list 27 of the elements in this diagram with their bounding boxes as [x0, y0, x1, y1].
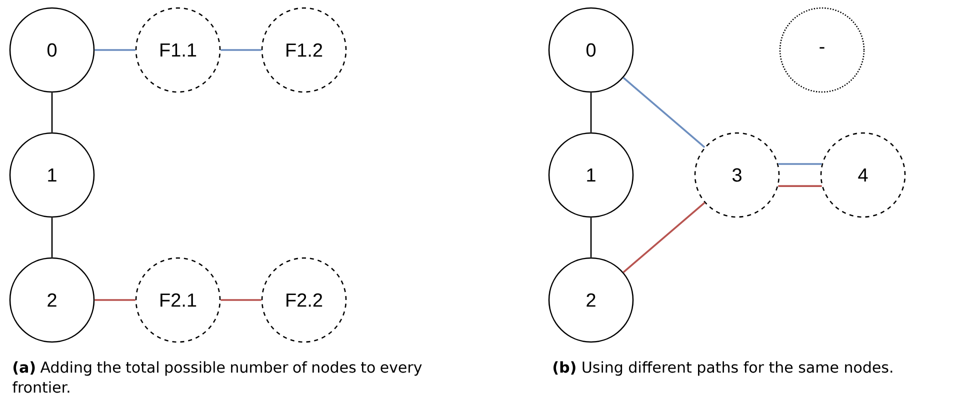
circle-node: 1: [548, 132, 634, 218]
circle-node: 4: [820, 132, 906, 218]
edge-line: [778, 163, 822, 165]
circle-node: F1.1: [135, 7, 221, 93]
edge-line: [94, 49, 136, 51]
circle-node: -: [779, 7, 865, 93]
edge-line: [51, 92, 53, 132]
edge-line: [94, 299, 136, 301]
circle-node: 2: [9, 257, 95, 343]
circle-node: 2: [548, 257, 634, 343]
edge-line: [622, 77, 706, 148]
edge-line: [590, 92, 592, 132]
edge-line: [622, 202, 706, 273]
edge-line: [220, 299, 262, 301]
caption: (b) Using different paths for the same nodes.: [554, 361, 892, 376]
circle-node: F2.1: [135, 257, 221, 343]
circle-node: 0: [548, 7, 634, 93]
caption: (a) Adding the total possible number of nodes to every frontier.: [12, 361, 422, 393]
edge-line: [590, 218, 592, 258]
edge-line: [778, 185, 822, 187]
edge-line: [220, 49, 262, 51]
circle-node: F1.2: [261, 7, 347, 93]
circle-node: F2.2: [261, 257, 347, 343]
circle-node: 1: [9, 132, 95, 218]
circle-node: 3: [694, 132, 780, 218]
circle-node: 0: [9, 7, 95, 93]
edge-line: [51, 218, 53, 258]
